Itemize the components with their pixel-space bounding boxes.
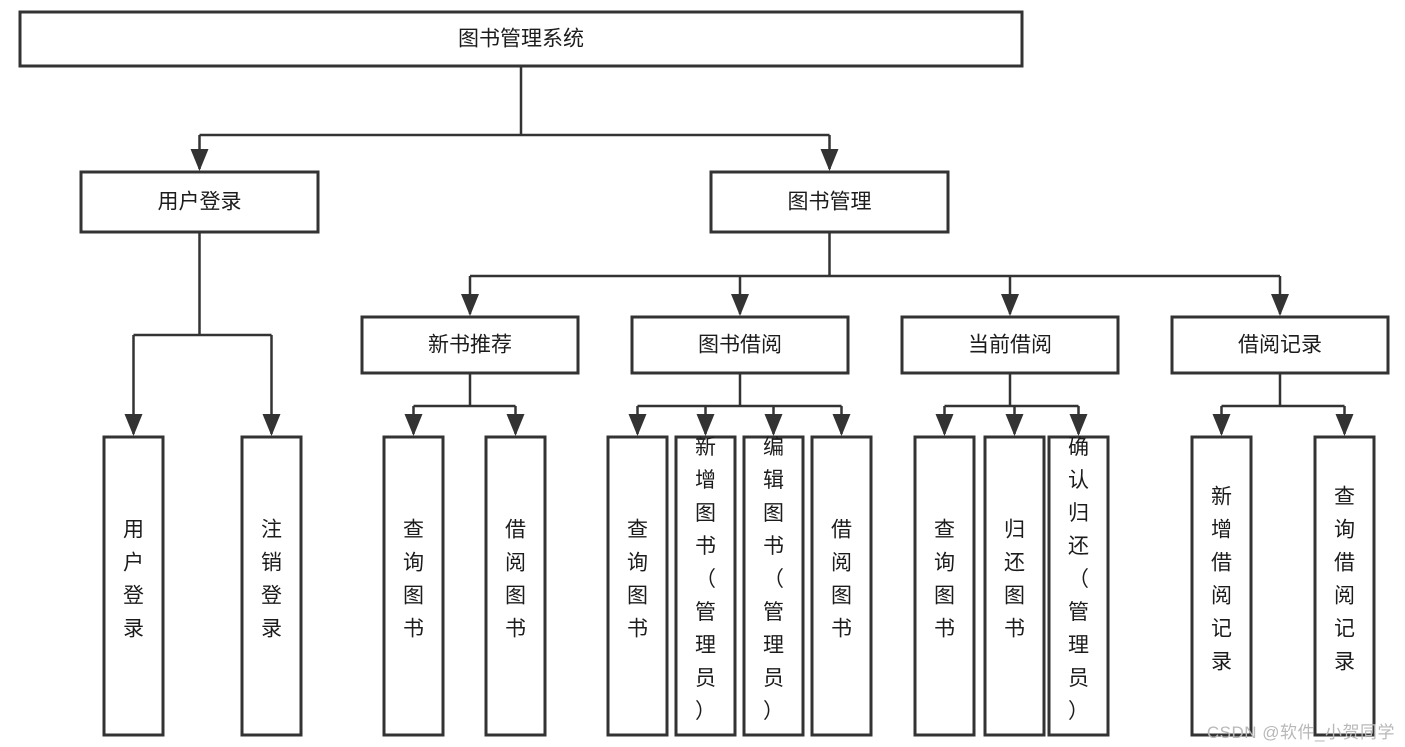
node-book-manage-label: 图书管理 — [788, 191, 872, 214]
node-current-borrow[interactable]: 当前借阅 — [900, 315, 1120, 375]
node-user-login[interactable]: 用户登录 — [79, 170, 320, 234]
node-book-borrow-rect[interactable] — [630, 315, 850, 375]
root-node-root-rect[interactable] — [18, 10, 1024, 68]
current-borrow-arrow-0 — [935, 414, 954, 436]
node-leaf-query-book-current-rect[interactable] — [913, 435, 976, 737]
node-leaf-query-book-borrow-label: 查询图书 — [627, 519, 648, 641]
node-leaf-query-book-recommend-label: 查询图书 — [403, 519, 424, 641]
node-leaf-query-book-borrow-rect[interactable] — [606, 435, 669, 737]
new-book-recommend-arrow-0 — [404, 414, 423, 436]
node-leaf-borrow-book-recommend[interactable]: 借阅图书 — [484, 435, 547, 737]
book-manage-arrow-3 — [1271, 294, 1289, 316]
node-leaf-borrow-book-recommend-rect[interactable] — [484, 435, 547, 737]
node-borrow-record-label: 借阅记录 — [1238, 334, 1322, 357]
node-leaf-edit-book-label: 编辑图书（管理员） — [763, 436, 784, 723]
node-user-login-label: 用户登录 — [158, 191, 242, 214]
node-leaf-query-book-recommend-rect[interactable] — [382, 435, 445, 737]
node-leaf-logout-label: 注销登录 — [261, 519, 282, 641]
borrow-record-arrow-0 — [1212, 414, 1231, 436]
book-borrow-arrow-2 — [764, 414, 783, 436]
borrow-record-arrow-1 — [1335, 414, 1354, 436]
node-leaf-edit-book[interactable]: 编辑图书（管理员） — [742, 435, 805, 737]
node-leaf-return-book[interactable]: 归还图书 — [983, 435, 1046, 737]
node-leaf-user-login-rect[interactable] — [102, 435, 165, 737]
book-borrow-arrow-1 — [696, 414, 715, 436]
node-book-borrow-label: 图书借阅 — [698, 334, 782, 357]
node-leaf-user-login-label: 用户登录 — [123, 519, 144, 641]
book-manage-arrow-0 — [461, 294, 479, 316]
node-book-borrow[interactable]: 图书借阅 — [630, 315, 850, 375]
node-borrow-record[interactable]: 借阅记录 — [1170, 315, 1390, 375]
node-leaf-add-book-rect[interactable] — [674, 435, 737, 737]
user-login-arrow-0 — [124, 414, 143, 436]
node-new-book-recommend[interactable]: 新书推荐 — [360, 315, 580, 375]
book-manage-arrow-1 — [731, 294, 749, 316]
node-leaf-logout-rect[interactable] — [240, 435, 303, 737]
current-borrow-arrow-2 — [1069, 414, 1088, 436]
node-leaf-return-book-rect[interactable] — [983, 435, 1046, 737]
node-leaf-borrow-book-label: 借阅图书 — [831, 519, 852, 641]
current-borrow-arrow-1 — [1005, 414, 1024, 436]
connectors-layer — [124, 66, 1354, 436]
node-leaf-add-borrow-record[interactable]: 新增借阅记录 — [1190, 435, 1253, 737]
boxes-layer: 图书管理系统用户登录图书管理新书推荐图书借阅当前借阅借阅记录用户登录注销登录查询… — [18, 10, 1390, 737]
new-book-recommend-arrow-1 — [506, 414, 525, 436]
node-leaf-confirm-return-label: 确认归还（管理员） — [1068, 436, 1089, 723]
book-borrow-arrow-3 — [832, 414, 851, 436]
root-node-root-label: 图书管理系统 — [458, 28, 584, 51]
node-leaf-borrow-book-recommend-label: 借阅图书 — [505, 519, 526, 641]
node-leaf-user-login[interactable]: 用户登录 — [102, 435, 165, 737]
node-leaf-add-book-label: 新增图书（管理员） — [695, 436, 716, 723]
node-leaf-add-book[interactable]: 新增图书（管理员） — [674, 435, 737, 737]
node-new-book-recommend-label: 新书推荐 — [428, 334, 512, 357]
node-leaf-logout[interactable]: 注销登录 — [240, 435, 303, 737]
node-leaf-query-book-recommend[interactable]: 查询图书 — [382, 435, 445, 737]
node-leaf-query-borrow-record-rect[interactable] — [1313, 435, 1376, 737]
node-leaf-query-borrow-record[interactable]: 查询借阅记录 — [1313, 435, 1376, 737]
node-leaf-query-book-borrow[interactable]: 查询图书 — [606, 435, 669, 737]
node-leaf-query-book-current[interactable]: 查询图书 — [913, 435, 976, 737]
node-book-manage[interactable]: 图书管理 — [709, 170, 950, 234]
root-arrow-1 — [820, 149, 839, 171]
book-borrow-arrow-0 — [628, 414, 647, 436]
user-login-arrow-1 — [262, 414, 281, 436]
node-leaf-query-book-current-label: 查询图书 — [934, 519, 955, 641]
node-leaf-add-borrow-record-rect[interactable] — [1190, 435, 1253, 737]
node-book-manage-rect[interactable] — [709, 170, 950, 234]
node-user-login-rect[interactable] — [79, 170, 320, 234]
node-leaf-confirm-return-rect[interactable] — [1047, 435, 1110, 737]
root-arrow-0 — [190, 149, 209, 171]
root-node-root[interactable]: 图书管理系统 — [18, 10, 1024, 68]
node-leaf-edit-book-rect[interactable] — [742, 435, 805, 737]
node-current-borrow-rect[interactable] — [900, 315, 1120, 375]
node-leaf-borrow-book-rect[interactable] — [810, 435, 873, 737]
book-manage-arrow-2 — [1001, 294, 1019, 316]
node-leaf-confirm-return[interactable]: 确认归还（管理员） — [1047, 435, 1110, 737]
node-leaf-return-book-label: 归还图书 — [1004, 519, 1025, 641]
node-borrow-record-rect[interactable] — [1170, 315, 1390, 375]
node-leaf-add-borrow-record-label: 新增借阅记录 — [1211, 486, 1232, 674]
node-leaf-query-borrow-record-label: 查询借阅记录 — [1334, 486, 1355, 674]
node-leaf-borrow-book[interactable]: 借阅图书 — [810, 435, 873, 737]
node-current-borrow-label: 当前借阅 — [968, 334, 1052, 357]
node-new-book-recommend-rect[interactable] — [360, 315, 580, 375]
